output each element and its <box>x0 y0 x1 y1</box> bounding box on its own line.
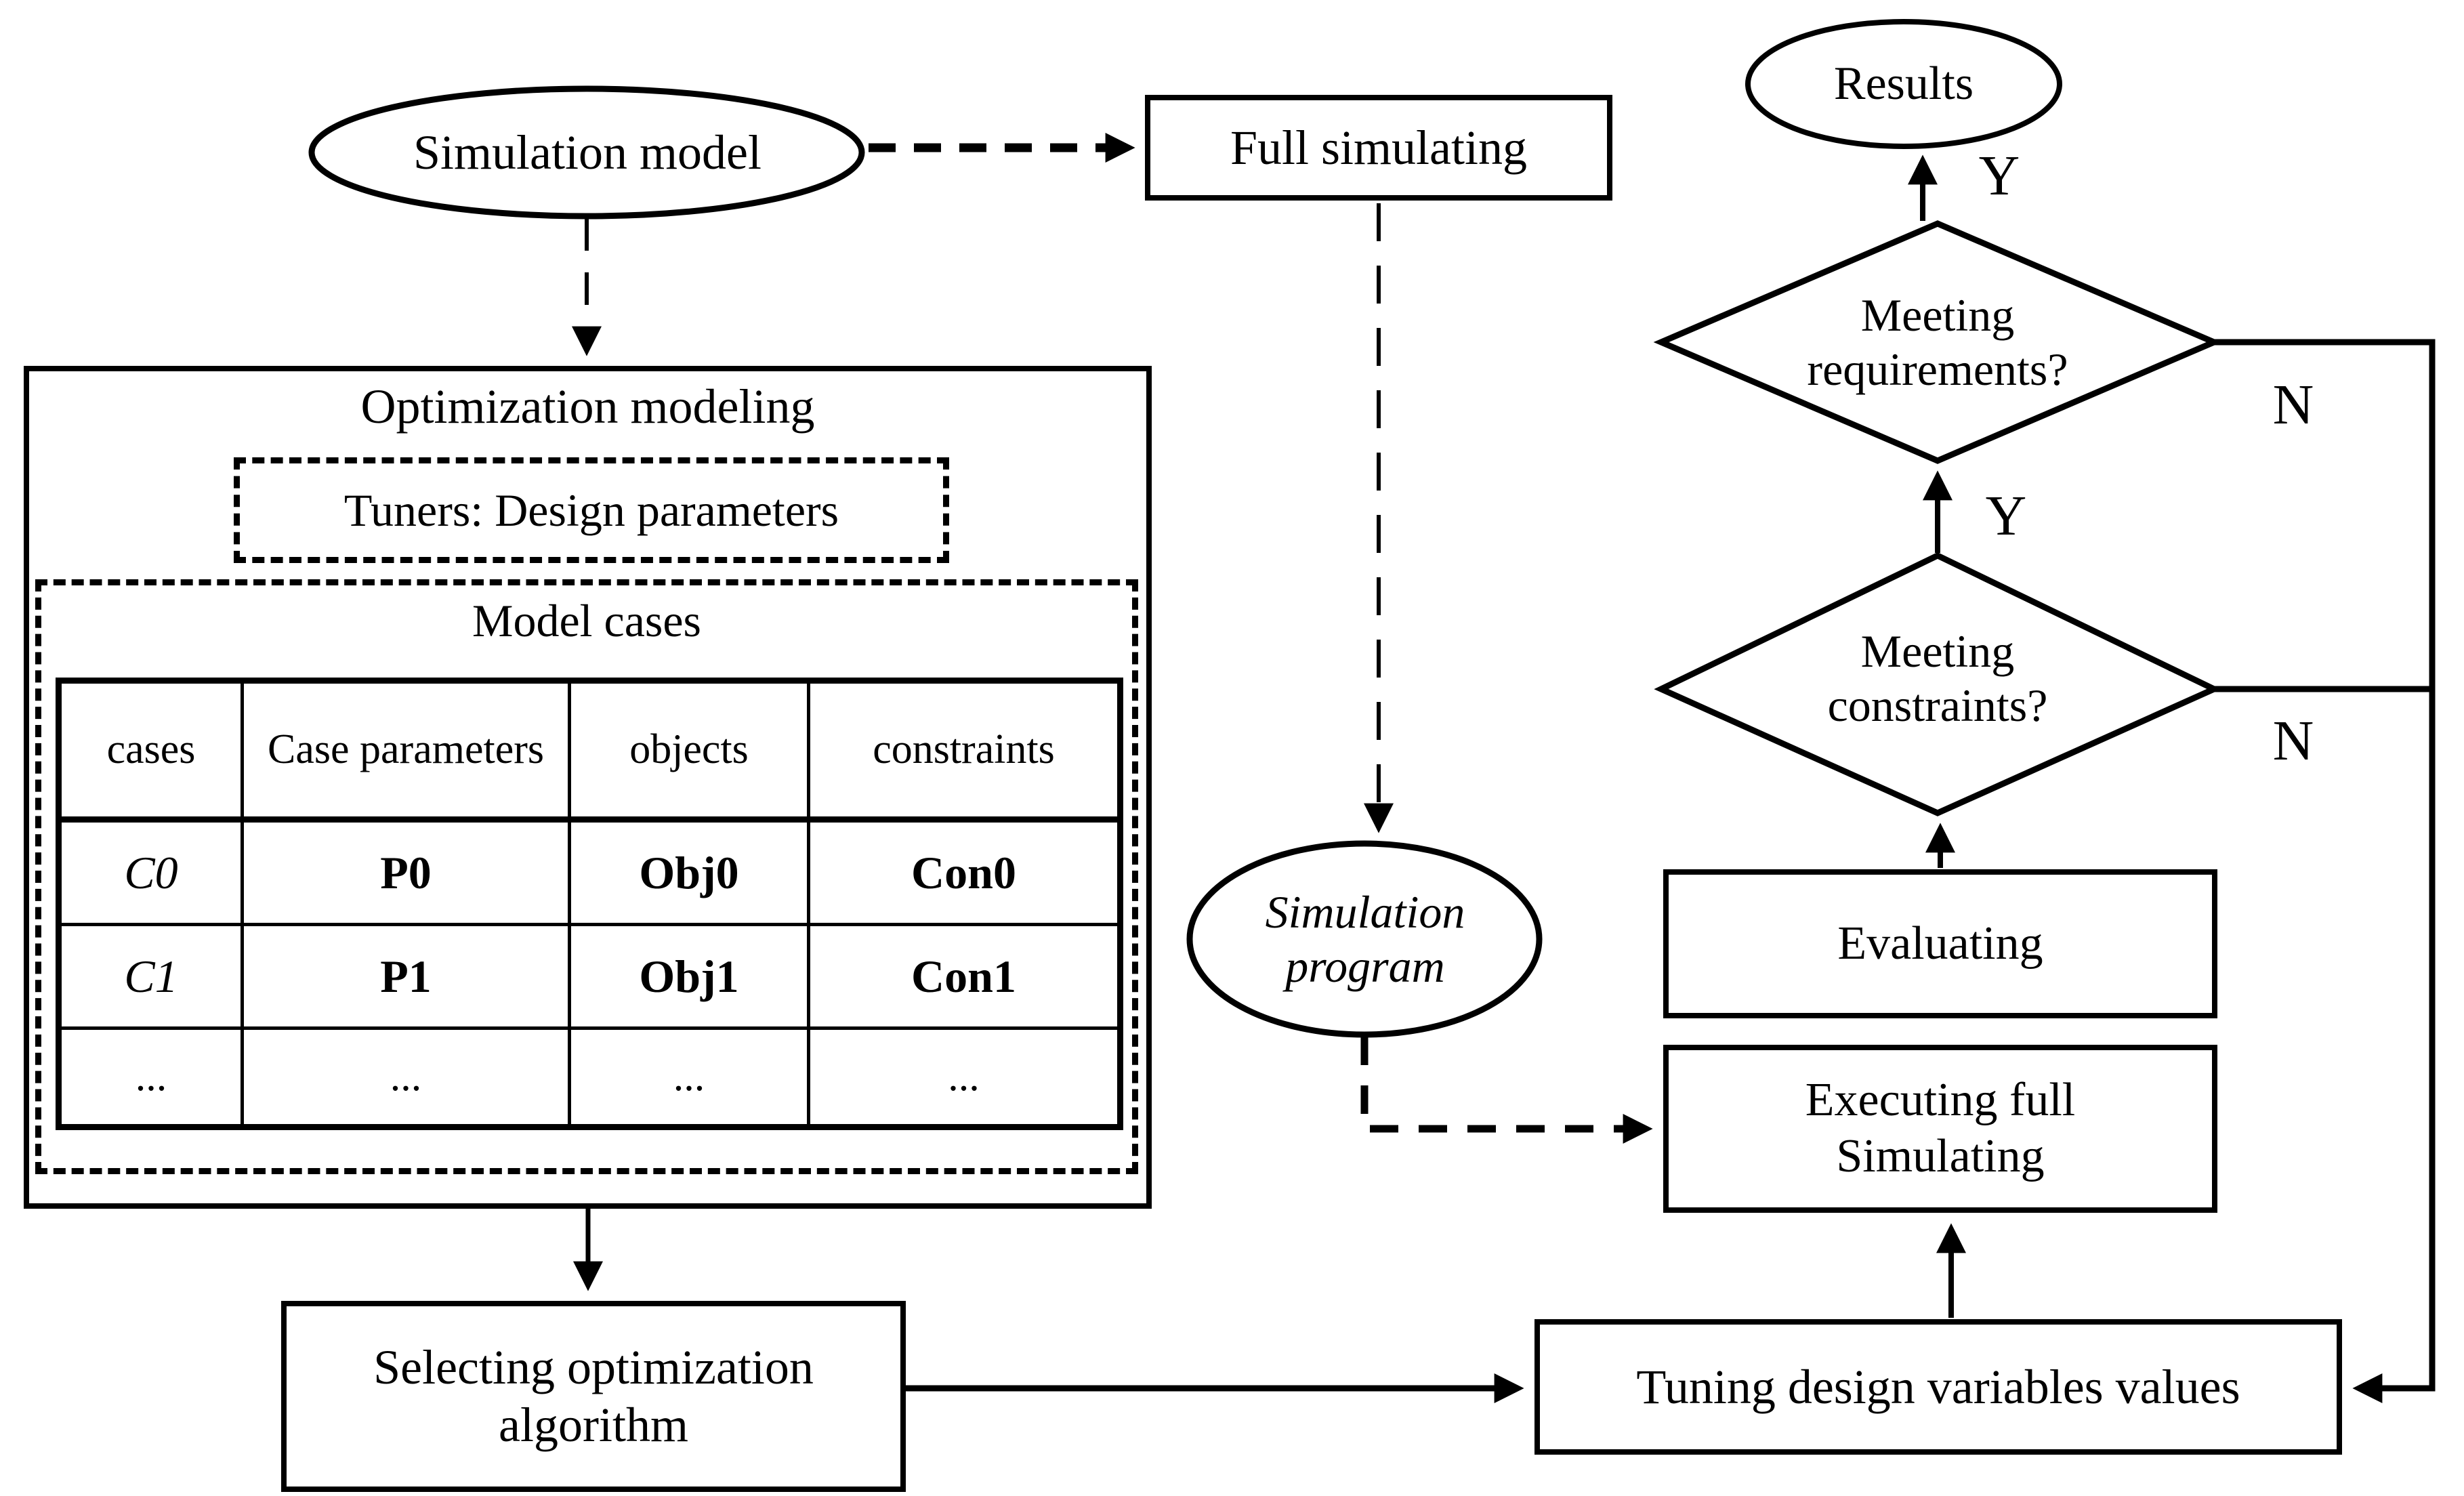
tuners-label: Tuners: Design parameters <box>343 484 839 536</box>
table-header-row: cases Case parameters objects constraint… <box>57 679 1122 823</box>
cell-constraints: Con0 <box>807 818 1122 926</box>
model-cases-label: Model cases <box>472 594 701 646</box>
optimization-modeling-title: Optimization modeling <box>360 379 815 434</box>
meeting-requirements-label-line2: requirements? <box>1807 344 2068 395</box>
evaluating-box: Evaluating <box>1663 869 2217 1018</box>
table-row: ... ... ... ... <box>57 1026 1122 1129</box>
executing-label-line1: Executing full <box>1805 1074 2076 1127</box>
cell-constraints: ... <box>807 1026 1122 1129</box>
executing-label-line2: Simulating <box>1836 1130 2045 1182</box>
meeting-constraints-diamond <box>1654 552 2221 816</box>
meeting-constraints-label: Meeting constraints? <box>1721 602 2154 755</box>
model-cases-dashed-box <box>35 579 1138 1174</box>
selecting-optimization-label-line2: algorithm <box>499 1398 688 1452</box>
no-label-requirements: N <box>2272 373 2314 437</box>
meeting-constraints-label-line2: constraints? <box>1827 680 2048 731</box>
cell-constraints: Con1 <box>807 923 1122 1030</box>
evaluating-label: Evaluating <box>1837 917 2043 970</box>
cell-parameters: ... <box>241 1026 571 1129</box>
col-header-cases: cases <box>57 679 244 823</box>
selecting-optimization-box: Selecting optimization algorithm <box>281 1301 906 1492</box>
executing-full-simulating-box: Executing full Simulating <box>1663 1045 2217 1213</box>
full-simulating-label: Full simulating <box>1230 120 1528 175</box>
yes-label-requirements: Y <box>1978 144 2020 208</box>
simulation-model-label: Simulation model <box>413 125 761 180</box>
cell-objects: Obj0 <box>568 818 810 926</box>
cell-objects: ... <box>568 1026 810 1129</box>
simulation-program-label: Simulation program <box>1213 859 1518 1019</box>
cell-case-id: C0 <box>57 818 244 926</box>
yes-label-constraints: Y <box>1985 484 2027 548</box>
no-label-constraints: N <box>2272 709 2314 773</box>
simulation-program-label-line2: program <box>1285 940 1445 992</box>
edge-requirements-no-feedback <box>2212 339 2436 1403</box>
results-ellipse <box>1745 19 2062 149</box>
meeting-requirements-label: Meeting requirements? <box>1721 267 2154 417</box>
meeting-requirements-diamond <box>1653 220 2222 464</box>
model-cases-table: cases Case parameters objects constraint… <box>56 678 1123 1130</box>
simulation-program-ellipse <box>1186 840 1543 1038</box>
full-simulating-box: Full simulating <box>1145 95 1612 201</box>
col-header-constraints: constraints <box>807 679 1122 823</box>
cell-parameters: P0 <box>241 818 571 926</box>
tuners-dashed-box <box>234 457 949 563</box>
cell-case-id: C1 <box>57 923 244 1030</box>
selecting-optimization-label-line1: Selecting optimization <box>373 1340 814 1395</box>
col-header-case-parameters: Case parameters <box>241 679 571 823</box>
col-header-objects: objects <box>568 679 810 823</box>
cell-objects: Obj1 <box>568 923 810 1030</box>
cell-case-id: ... <box>57 1026 244 1129</box>
meeting-requirements-label-line1: Meeting <box>1860 289 2015 341</box>
edge-simprogram-to-executing <box>1360 1037 1653 1144</box>
tuning-label: Tuning design variables values <box>1636 1359 2240 1414</box>
simulation-program-label-line1: Simulation <box>1265 886 1465 938</box>
tuning-design-variables-box: Tuning design variables values <box>1534 1319 2342 1455</box>
simulation-model-ellipse <box>308 85 865 220</box>
table-row: C0 P0 Obj0 Con0 <box>57 818 1122 926</box>
cell-parameters: P1 <box>241 923 571 1030</box>
table-row: C1 P1 Obj1 Con1 <box>57 923 1122 1030</box>
meeting-constraints-label-line1: Meeting <box>1860 625 2015 677</box>
results-label: Results <box>1833 57 1974 110</box>
